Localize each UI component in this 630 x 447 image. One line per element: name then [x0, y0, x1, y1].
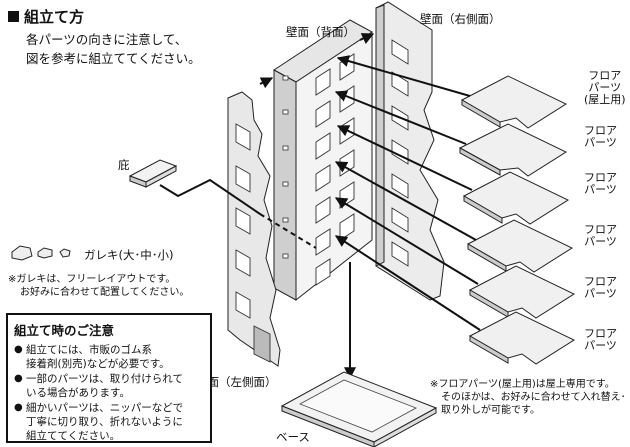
label-base: ベース [276, 430, 310, 444]
label-back-wall: 壁面（背面） [286, 25, 355, 39]
section-title: 組立て方 [8, 6, 84, 27]
floor-label-2-line1: フロア [584, 124, 617, 137]
floor-label-1-line3: (屋上用) [584, 93, 626, 106]
floor-label-5-line2: パーツ [584, 287, 617, 300]
intro-line-2: 図を参考に組立ててください。 [26, 51, 201, 66]
floor-label-3: フロア パーツ [584, 172, 617, 196]
rubble-note: ※ガレキは、フリーレイアウトです。 お好みに合わせて配置してください。 [8, 273, 189, 299]
floor-note-line-2: そのほかは、お好みに合わせて入れ替え･ [441, 392, 626, 403]
floor-label-6-line2: パーツ [584, 339, 617, 352]
caution-item-1-line2: 接着剤(別売)などが必要です。 [26, 358, 170, 370]
floor-plates [458, 75, 576, 365]
floor-label-3-line2: パーツ [584, 183, 617, 196]
floor-note-line-1: ※フロアパーツ(屋上用)は屋上専用です。 [430, 379, 615, 390]
title-text: 組立て方 [24, 8, 85, 26]
rubble-note-line-2: お好みに合わせて配置してください。 [20, 287, 190, 298]
caution-item-2-line2: いる場合があります。 [26, 387, 130, 399]
rubble-icons [11, 245, 71, 261]
label-rubble: ガレキ(大･中･小) [84, 248, 174, 262]
caution-item-1: 組立てには、市販のゴム系 接着剤(別売)などが必要です。 [14, 343, 204, 371]
caution-item-3-line3: 組立ててください。 [26, 430, 121, 442]
title-square-icon [8, 11, 19, 22]
rubble-note-line-1: ※ガレキは、フリーレイアウトです。 [8, 274, 176, 285]
floor-note-line-3: 取り外しが可能です。 [441, 405, 540, 416]
floor-label-2-line2: パーツ [584, 136, 617, 149]
floor-label-1-line1: フロア [588, 69, 622, 82]
intro-text: 各パーツの向きに注意して、 図を参考に組立ててください。 [26, 30, 201, 68]
floor-label-1-line2: パーツ [588, 81, 622, 94]
caution-item-3-line1: 細かいパーツは、ニッパーなどで [26, 402, 184, 414]
floor-arrows [259, 33, 481, 380]
floor-label-6-line1: フロア [584, 327, 617, 340]
caution-box: 組立て時のご注意 組立てには、市販のゴム系 接着剤(別売)などが必要です。 一部… [6, 313, 212, 443]
floor-label-2: フロア パーツ [584, 125, 617, 149]
floor-label-6: フロア パーツ [584, 328, 617, 352]
floor-label-4-line1: フロア [584, 223, 617, 236]
right-wall-panel [375, 1, 445, 301]
caution-item-2-line1: 一部のパーツは、取り付けられて [26, 373, 183, 385]
intro-line-1: 各パーツの向きに注意して、 [26, 32, 188, 47]
awning-part [128, 159, 317, 249]
floor-label-4: フロア パーツ [584, 224, 617, 248]
floor-label-5-line1: フロア [584, 275, 617, 288]
caution-heading: 組立て時のご注意 [14, 323, 115, 338]
back-wall-panel [273, 19, 373, 302]
caution-item-3: 細かいパーツは、ニッパーなどで 丁寧に切り取り、折れないように 組立ててください… [14, 401, 204, 443]
label-awning: 庇 [118, 158, 130, 172]
caution-item-2: 一部のパーツは、取り付けられて いる場合があります。 [14, 372, 204, 400]
floor-label-1: フロア パーツ (屋上用) [584, 70, 626, 106]
floor-label-3-line1: フロア [584, 171, 617, 184]
caution-item-3-line2: 丁寧に切り取り、折れないように [26, 416, 183, 428]
floor-label-5: フロア パーツ [584, 276, 617, 300]
label-left-wall: 壁面（左側面） [196, 375, 277, 389]
floor-label-4-line2: パーツ [584, 235, 617, 248]
caution-item-1-line1: 組立てには、市販のゴム系 [26, 344, 152, 356]
caution-list: 組立てには、市販のゴム系 接着剤(別売)などが必要です。 一部のパーツは、取り付… [14, 343, 204, 443]
left-wall-panel [227, 91, 281, 367]
base-part [280, 371, 438, 447]
label-right-wall: 壁面（右側面） [420, 12, 501, 26]
floor-note: ※フロアパーツ(屋上用)は屋上専用です。 そのほかは、お好みに合わせて入れ替え･… [430, 378, 626, 417]
